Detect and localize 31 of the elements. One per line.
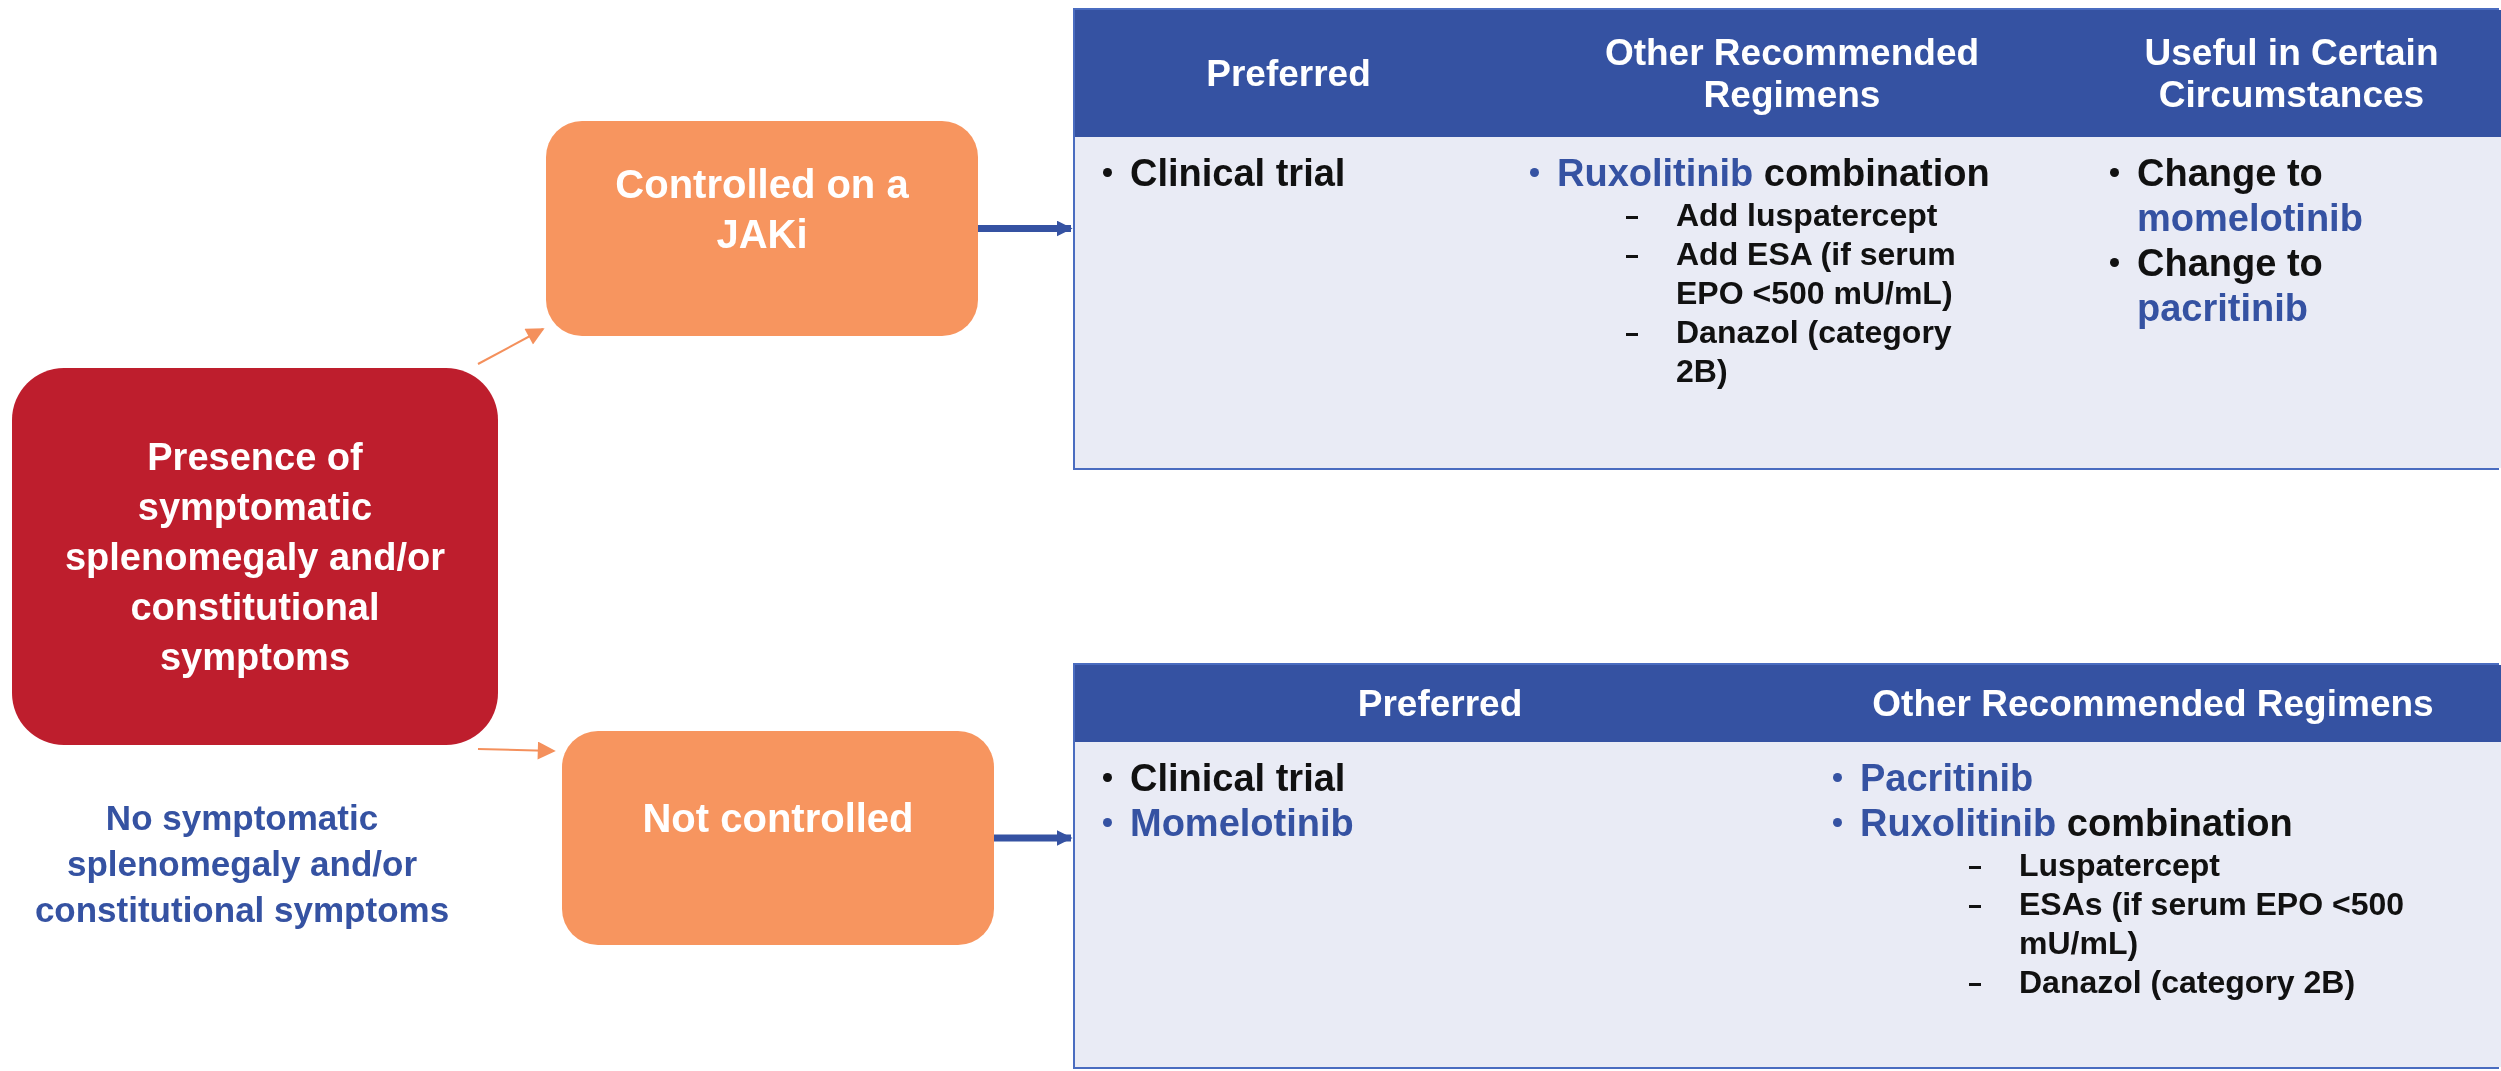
column-header: Other Recommended Regimens [1603, 31, 1981, 116]
list-item: Momelotinib [1130, 801, 1354, 846]
list-item: Clinical trial [1130, 151, 1346, 196]
column-header: Preferred [1357, 682, 1523, 725]
list-item: Add ESA (if serum EPO <500 mU/mL) [1676, 235, 1957, 313]
table-panel [1073, 663, 2499, 1069]
arrow [994, 830, 1073, 846]
column-header: Useful in Certain Circumstances [2143, 31, 2440, 116]
note-text: No symptomatic splenomegaly and/or constitutional symptoms [33, 797, 451, 931]
decision-box: Presence of symptomatic splenomegaly and/or constitutional symptoms [12, 368, 498, 745]
arrow [477, 328, 545, 365]
list-item: Danazol (category 2B) [1676, 313, 1953, 391]
list-item: Danazol (category 2B) [2019, 963, 2356, 1002]
list-item: Ruxolitinib combination [1860, 801, 2293, 846]
column-header: Other Recommended Regimens [1872, 682, 2434, 725]
list-item: ESAs (if serum EPO <500 mU/mL) [2019, 885, 2406, 963]
list-item: Pacritinib [1860, 756, 2034, 801]
column-header: Preferred [1206, 52, 1371, 95]
list-item: Luspatercept [2019, 846, 2220, 885]
list-item: Change to momelotinib [2137, 151, 2364, 241]
list-item: Change to pacritinib [2137, 241, 2324, 331]
table-column [1805, 665, 2501, 1067]
table-column [2082, 10, 2501, 468]
arrow [978, 220, 1073, 237]
table-panel [1073, 8, 2499, 470]
outcome-box: Controlled on a JAKi [546, 121, 978, 336]
list-item: Ruxolitinib combination [1557, 151, 1990, 196]
list-item: Add luspatercept [1676, 196, 1938, 235]
outcome-box: Not controlled [562, 731, 994, 945]
list-item: Clinical trial [1130, 756, 1346, 801]
arrow [477, 741, 556, 760]
